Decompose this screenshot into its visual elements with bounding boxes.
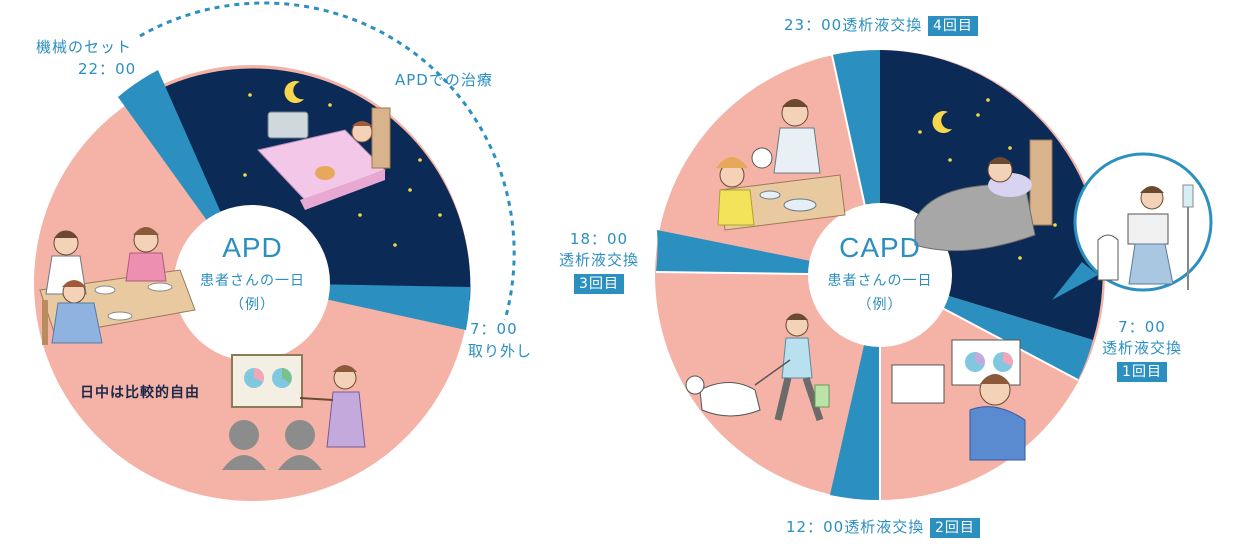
- capd-title: CAPD: [805, 232, 955, 264]
- apd-end-time-label: 7：00: [470, 322, 518, 337]
- capd-exchange-2-time: 12：00: [786, 518, 844, 536]
- capd-exchange-1-badge: 1回目: [1117, 362, 1167, 382]
- capd-exchange-2-text: 透析液交換: [844, 518, 924, 536]
- apd-center-title: APD 患者さんの一日 （例）: [175, 232, 330, 314]
- capd-exchange-3-label: 18：00 透析液交換 3回目: [555, 232, 643, 294]
- capd-center-title: CAPD 患者さんの一日 （例）: [805, 232, 955, 314]
- capd-subtitle: 患者さんの一日: [805, 270, 955, 290]
- capd-exchange-4-time: 23：00: [784, 16, 842, 34]
- apd-daytime-label: 日中は比較的自由: [80, 386, 200, 400]
- capd-exchange-1-time: 7：00: [1100, 320, 1184, 335]
- apd-start-time-label: 22：00: [78, 62, 136, 77]
- capd-exchange-2-badge: 2回目: [930, 518, 980, 538]
- apd-subtitle: 患者さんの一日: [175, 270, 330, 290]
- capd-exchange-1-text: 透析液交換: [1100, 341, 1184, 356]
- capd-exchange-4-badge: 4回目: [928, 16, 978, 36]
- capd-exchange-3-text: 透析液交換: [555, 253, 643, 268]
- apd-remove-label: 取り外し: [468, 344, 532, 359]
- capd-exchange-2-label: 12：00透析液交換 2回目: [786, 518, 980, 538]
- capd-exchange-4-text: 透析液交換: [842, 16, 922, 34]
- capd-exchange-4-label: 23：00透析液交換 4回目: [784, 16, 978, 36]
- capd-exchange-3-time: 18：00: [555, 232, 643, 247]
- capd-example: （例）: [805, 294, 955, 314]
- apd-title: APD: [175, 232, 330, 264]
- capd-exchange-1-label: 7：00 透析液交換 1回目: [1100, 320, 1184, 382]
- apd-example: （例）: [175, 294, 330, 314]
- apd-machine-setup-label: 機械のセット: [36, 40, 132, 55]
- apd-treatment-label: APDでの治療: [395, 73, 493, 88]
- capd-exchange-3-badge: 3回目: [574, 274, 624, 294]
